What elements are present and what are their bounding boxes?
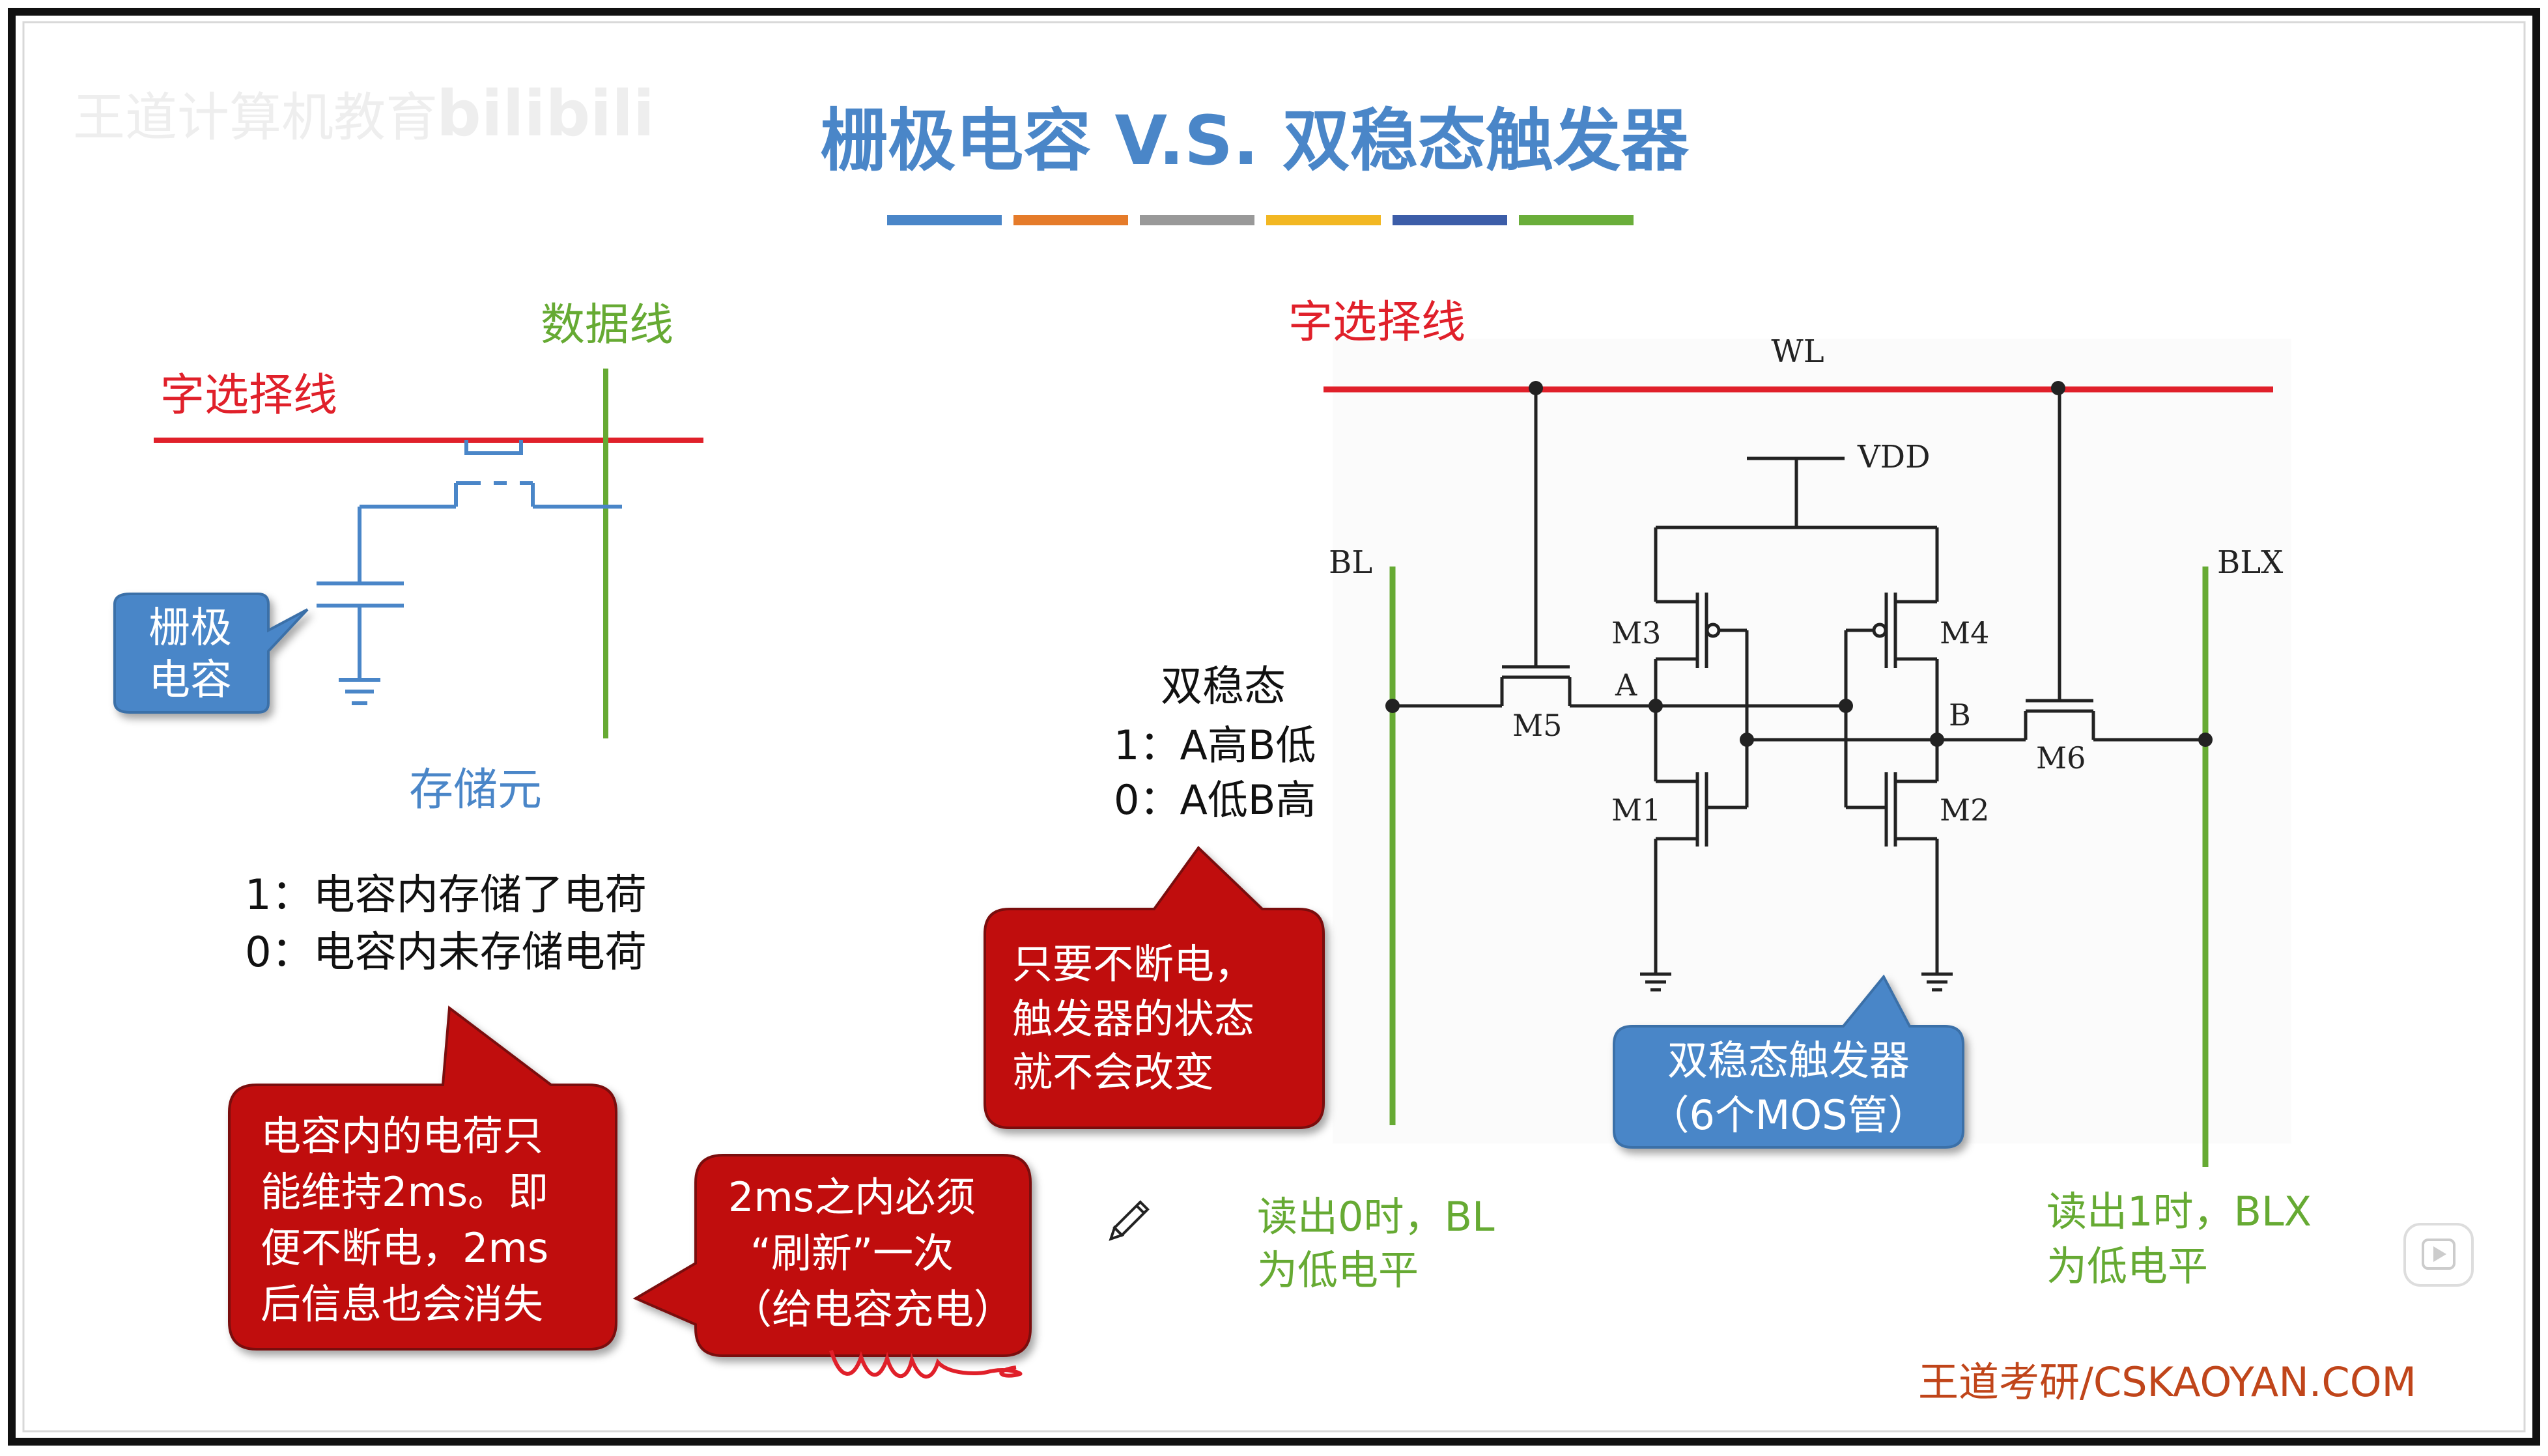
data-line-label: 数据线: [541, 300, 673, 351]
title-underline: [887, 215, 1634, 225]
label-m2: M2: [1940, 792, 1989, 828]
bubble-refresh-line1: 2ms之内必须: [728, 1173, 976, 1221]
flipflop-label-line2: （6个MOS管）: [1649, 1091, 1928, 1139]
bubble-refresh-line3: （给电容充电）: [731, 1285, 1014, 1333]
bubble-decay-line2: 能维持2ms。即: [261, 1168, 548, 1216]
blx-label: BLX: [2217, 544, 2283, 581]
watermark-text: 王道计算机教育: [73, 87, 438, 148]
storage-unit-label: 存储元: [409, 764, 542, 816]
bubble-keep-line2: 触发器的状态: [1012, 995, 1254, 1043]
underline-bar: [887, 215, 1002, 225]
read1-line1: 读出1时，BLX: [2046, 1188, 2312, 1235]
pencil-icon[interactable]: [1107, 1200, 1150, 1242]
bistable-state-0: 0：A低B高: [1114, 776, 1316, 824]
bubble-decay-line1: 电容内的电荷只: [261, 1112, 543, 1160]
bubble-keep-line3: 就不会改变: [1012, 1048, 1214, 1096]
play-icon[interactable]: [2403, 1223, 2474, 1287]
left-mos-transistor: [317, 440, 622, 705]
label-m6: M6: [2036, 740, 2086, 776]
bubble-refresh: 2ms之内必须 “刷新”一次 （给电容充电）: [632, 1154, 1032, 1357]
underline-bar: [1013, 215, 1128, 225]
read0-line1: 读出0时，BL: [1257, 1193, 1495, 1240]
gate-capacitor-callout: 栅极 电容: [113, 593, 309, 714]
flipflop-label-box: 双稳态触发器 （6个MOS管）: [1613, 974, 1964, 1149]
label-m3: M3: [1611, 615, 1661, 651]
right-word-line-label: 字选择线: [1288, 297, 1465, 348]
underline-bar: [1140, 215, 1254, 225]
circuit-nodes: [1385, 699, 2213, 747]
bubble-keep-state: 只要不断电， 触发器的状态 就不会改变: [984, 845, 1325, 1129]
sram-circuit: [1393, 388, 2205, 992]
label-m1: M1: [1611, 792, 1661, 828]
label-node-b: B: [1949, 697, 1971, 733]
gate-cap-label-line1: 栅极: [149, 604, 232, 652]
bubble-decay-line4: 后信息也会消失: [261, 1280, 543, 1328]
bubble-decay: 电容内的电荷只 能维持2ms。即 便不断电，2ms 后信息也会消失: [228, 1005, 617, 1351]
underline-bar: [1393, 215, 1507, 225]
footer-brand: 王道考研/CSKAOYAN.COM: [1918, 1358, 2416, 1406]
slide-inner-frame: [22, 21, 2526, 1433]
underline-bar: [1266, 215, 1381, 225]
bilibili-logo: bilibili: [436, 77, 655, 150]
bistable-title: 双稳态: [1161, 663, 1286, 711]
left-state-1: 1：电容内存储了电荷: [245, 871, 647, 919]
slide-frame: [8, 8, 2540, 1446]
wl-label: WL: [1771, 333, 1824, 370]
gate-cap-label-line2: 电容: [149, 656, 232, 705]
underline-bar: [1519, 215, 1634, 225]
label-m5: M5: [1512, 708, 1562, 743]
bl-label: BL: [1329, 544, 1372, 581]
label-m4: M4: [1940, 615, 1989, 651]
bubble-decay-line3: 便不断电，2ms: [261, 1224, 548, 1272]
left-word-line-label: 字选择线: [160, 370, 337, 421]
read0-line2: 为低电平: [1257, 1246, 1419, 1294]
handwritten-scribble: [829, 1350, 1023, 1379]
bubble-refresh-line2: “刷新”一次: [750, 1229, 954, 1277]
flipflop-label-line1: 双稳态触发器: [1667, 1037, 1910, 1084]
label-node-a: A: [1615, 667, 1637, 703]
page-title: 栅极电容 V.S. 双稳态触发器: [820, 101, 1689, 180]
vdd-label: VDD: [1857, 439, 1931, 475]
read1-line2: 为低电平: [2046, 1242, 2208, 1290]
left-state-0: 0：电容内未存储电荷: [245, 929, 647, 977]
bubble-keep-line1: 只要不断电，: [1012, 940, 1254, 988]
bistable-state-1: 1：A高B低: [1114, 721, 1316, 769]
